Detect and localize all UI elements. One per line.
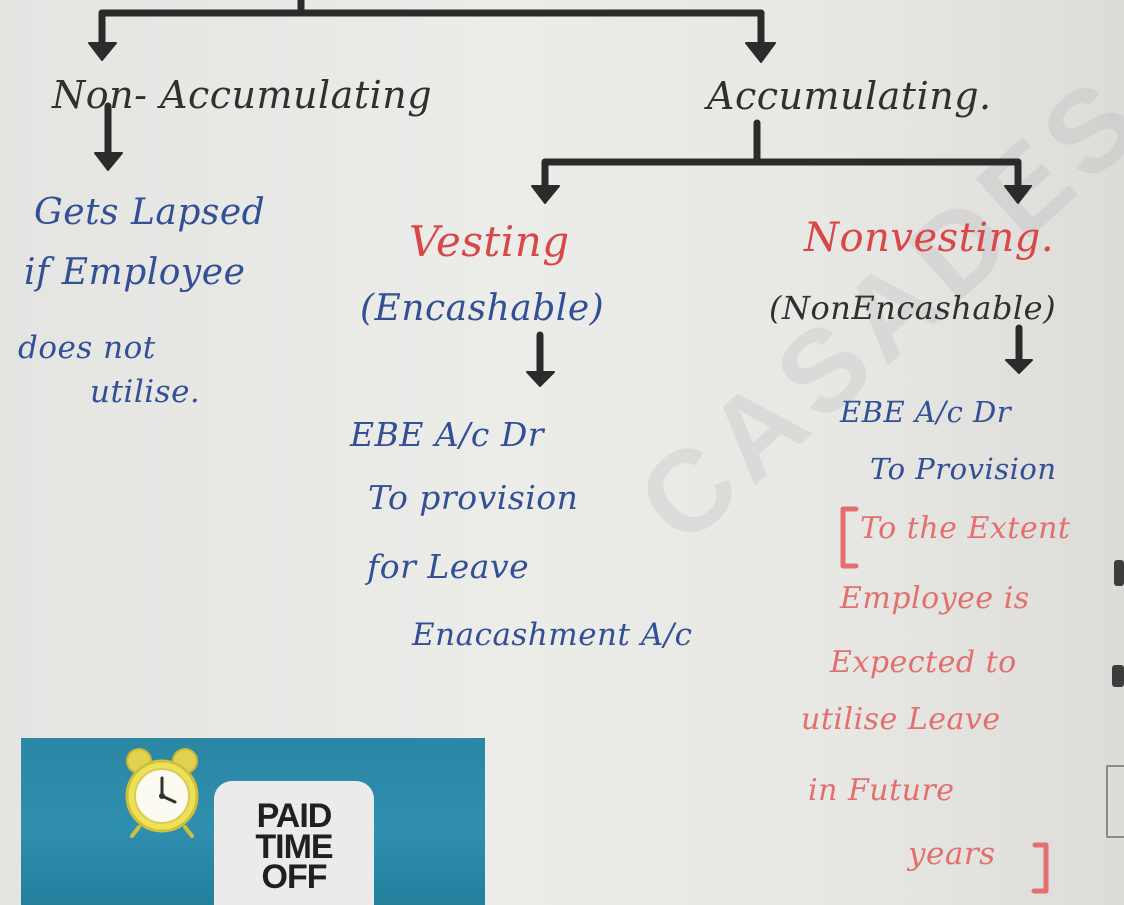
paid-time-off-label-box: PAID TIME OFF bbox=[214, 781, 374, 905]
arrowhead-non-accumulating bbox=[88, 42, 117, 61]
edge-mark bbox=[1114, 560, 1124, 586]
note-open-bracket bbox=[840, 506, 859, 569]
alarm-clock-icon bbox=[125, 748, 199, 838]
badge-line-3: OFF bbox=[261, 858, 328, 897]
badge-line-2: TIME bbox=[255, 827, 333, 866]
badge-line-1: PAID bbox=[256, 797, 333, 835]
arrowhead-vesting bbox=[531, 185, 560, 204]
nonvesting-note-line-3: Expected to bbox=[830, 645, 1017, 680]
nonvesting-subtitle: (NonEncashable) bbox=[769, 289, 1057, 327]
vesting-entry-line-1: EBE A/c Dr bbox=[350, 415, 545, 454]
non-accumulating-desc-line-2: if Employee bbox=[24, 252, 246, 293]
vesting-title: Vesting bbox=[409, 217, 570, 266]
nonvesting-title: Nonvesting. bbox=[804, 215, 1055, 261]
note-close-bracket bbox=[1031, 842, 1049, 894]
paid-time-off-badge: PAID TIME OFF bbox=[21, 738, 485, 905]
vesting-entry-line-2: To provision bbox=[368, 478, 579, 517]
paid-time-off-label: PAID TIME OFF bbox=[214, 797, 374, 897]
arrowhead-accumulating bbox=[745, 42, 776, 63]
nonvesting-note-line-1: To the Extent bbox=[860, 511, 1071, 546]
nonvesting-note-line-4: utilise Leave bbox=[801, 702, 1001, 737]
arrowhead-nonvesting bbox=[1004, 185, 1032, 204]
non-accumulating-desc-line-3: does not bbox=[18, 330, 156, 366]
accumulating-title: Accumulating. bbox=[707, 74, 992, 118]
nonvesting-note-line-5: in Future bbox=[808, 773, 955, 808]
edge-bracket bbox=[1106, 765, 1124, 838]
arrowhead-vesting-entry bbox=[526, 371, 555, 387]
nonvesting-note-line-6: years bbox=[908, 836, 996, 872]
nonvesting-note-line-2: Employee is bbox=[840, 581, 1030, 616]
non-accumulating-desc-line-1: Gets Lapsed bbox=[34, 192, 266, 233]
non-accumulating-title: Non- Accumulating bbox=[52, 73, 433, 117]
arrowhead-non-accumulating-desc bbox=[94, 152, 123, 171]
arrowhead-nonvesting-entry bbox=[1005, 359, 1033, 374]
nonvesting-entry-line-2: To Provision bbox=[870, 452, 1057, 486]
non-accumulating-desc-line-4: utilise. bbox=[90, 374, 201, 410]
vesting-entry-line-3: for Leave bbox=[367, 547, 530, 586]
vesting-entry-line-4: Enacashment A/c bbox=[412, 617, 693, 653]
vesting-subtitle: (Encashable) bbox=[360, 288, 605, 329]
edge-mark bbox=[1112, 665, 1124, 687]
nonvesting-entry-line-1: EBE A/c Dr bbox=[840, 395, 1012, 429]
